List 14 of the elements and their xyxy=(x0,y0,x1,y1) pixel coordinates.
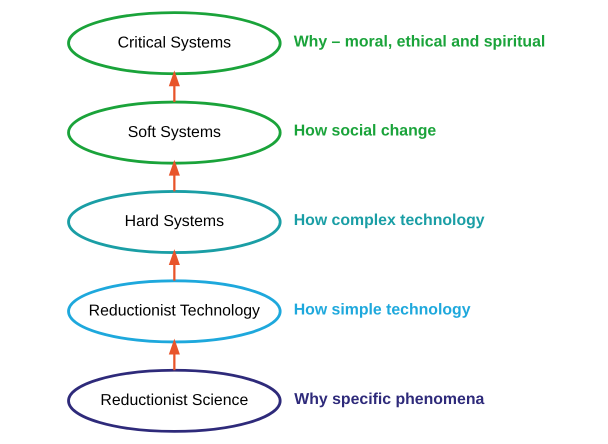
node-ellipse: Reductionist Science xyxy=(66,368,282,433)
node-ellipse: Reductionist Technology xyxy=(66,279,282,344)
node-label: How simple technology xyxy=(293,301,470,318)
node-ellipse: Critical Systems xyxy=(66,11,282,76)
node-ellipse: Hard Systems xyxy=(66,190,282,254)
arrow xyxy=(168,70,180,102)
node-label: How social change xyxy=(293,122,436,140)
node-label: Why – moral, ethical and spiritual xyxy=(293,33,545,50)
node-label: Why specific phenomena xyxy=(294,390,484,408)
node-ellipse: Soft Systems xyxy=(66,100,282,165)
node-label: How complex technology xyxy=(293,212,484,230)
arrow xyxy=(168,249,180,281)
arrow xyxy=(168,160,180,192)
arrow xyxy=(168,338,180,370)
